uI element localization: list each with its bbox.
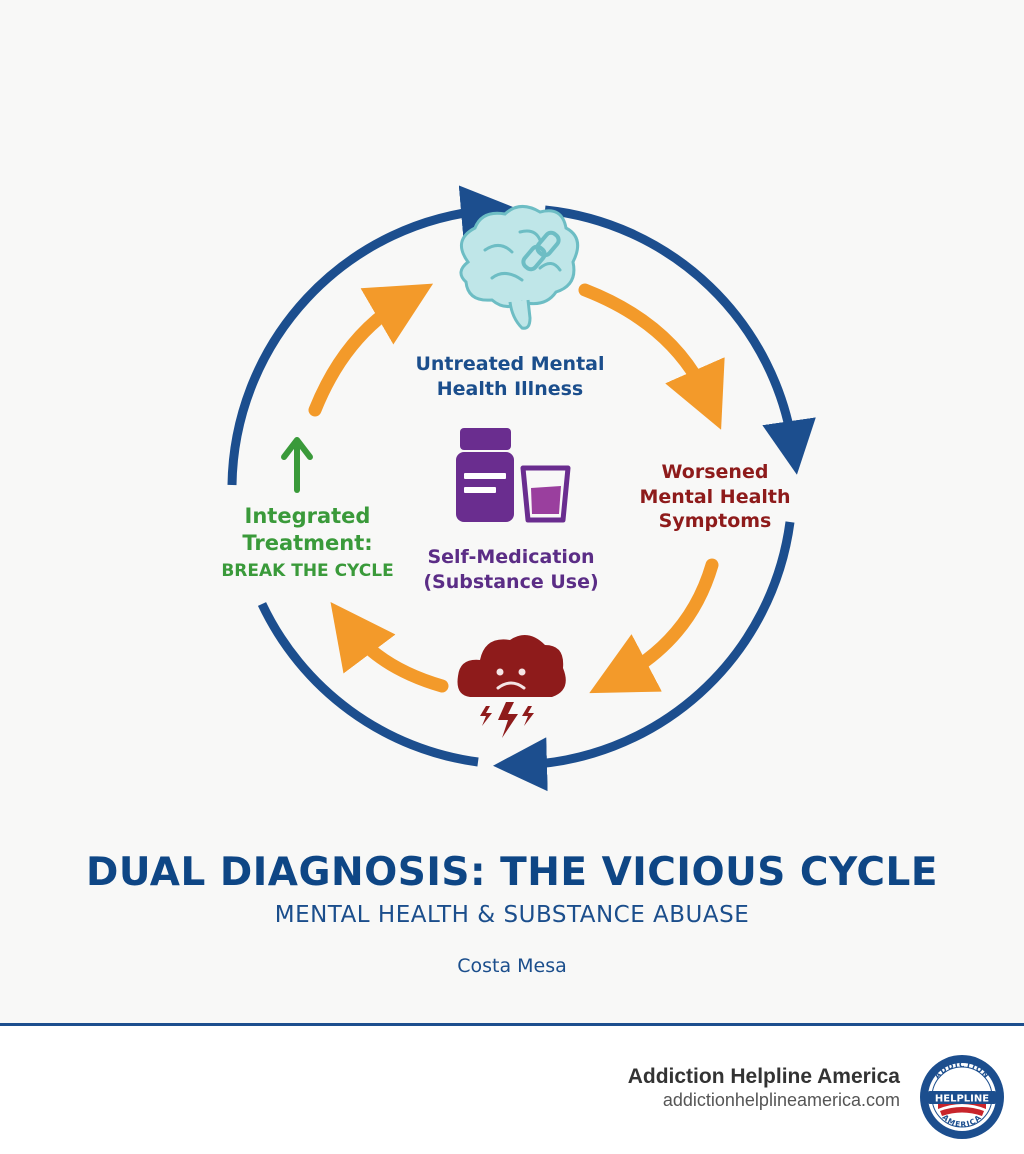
footer-divider (0, 1023, 1024, 1026)
brand-url[interactable]: addictionhelplineamerica.com (662, 1090, 900, 1110)
outer-arrow-bottom (493, 521, 795, 792)
cycle-diagram (227, 185, 816, 792)
node-untreated-line2: Health Illness (436, 377, 584, 400)
outer-arrow-left (257, 602, 479, 767)
pill-bottle-and-glass-icon (456, 428, 571, 523)
node-worsened-line3: Symptoms (658, 510, 772, 533)
inner-arrow-to-worsened (578, 283, 725, 430)
up-arrow-icon (281, 437, 313, 493)
brain-chain-icon (459, 205, 580, 330)
node-integrated-line1: Integrated (244, 504, 371, 528)
node-self-medication-label: Self-Medication (Substance Use) (400, 545, 622, 594)
node-self-medication-line2: (Substance Use) (423, 570, 599, 593)
node-self-medication-line1: Self-Medication (427, 546, 595, 568)
node-untreated-line1: Untreated Mental (415, 353, 605, 375)
outer-arrow-top (227, 185, 515, 486)
page-subtitle: MENTAL HEALTH & SUBSTANCE ABUASE (274, 902, 750, 928)
brand-name: Addiction Helpline America (627, 1065, 900, 1088)
node-integrated-line2: Treatment: (242, 531, 373, 556)
outer-arrow-right (544, 205, 816, 475)
node-untreated-label: Untreated Mental Health Illness (395, 352, 625, 401)
node-integrated-label: Integrated Treatment: BREAK THE CYCLE (205, 503, 410, 582)
node-worsened-line1: Worsened (661, 461, 769, 483)
badge-middle-text: HELPLINE (935, 1094, 989, 1105)
node-integrated-line3: BREAK THE CYCLE (221, 560, 394, 581)
helpline-logo-badge: HELPLINE ADDICTION AMERICA (920, 1055, 1004, 1139)
node-worsened-label: Worsened Mental Health Symptoms (630, 460, 800, 534)
node-worsened-line2: Mental Health (639, 485, 791, 508)
inner-arrow-to-cloud (589, 558, 719, 694)
footer (0, 1026, 1024, 1154)
location-label: Costa Mesa (457, 955, 567, 977)
storm-cloud-icon (457, 635, 566, 738)
inner-arrow-to-integrated (330, 602, 449, 693)
inner-arrow-to-brain (308, 283, 434, 417)
page-title: DUAL DIAGNOSIS: THE VICIOUS CYCLE (85, 850, 939, 895)
